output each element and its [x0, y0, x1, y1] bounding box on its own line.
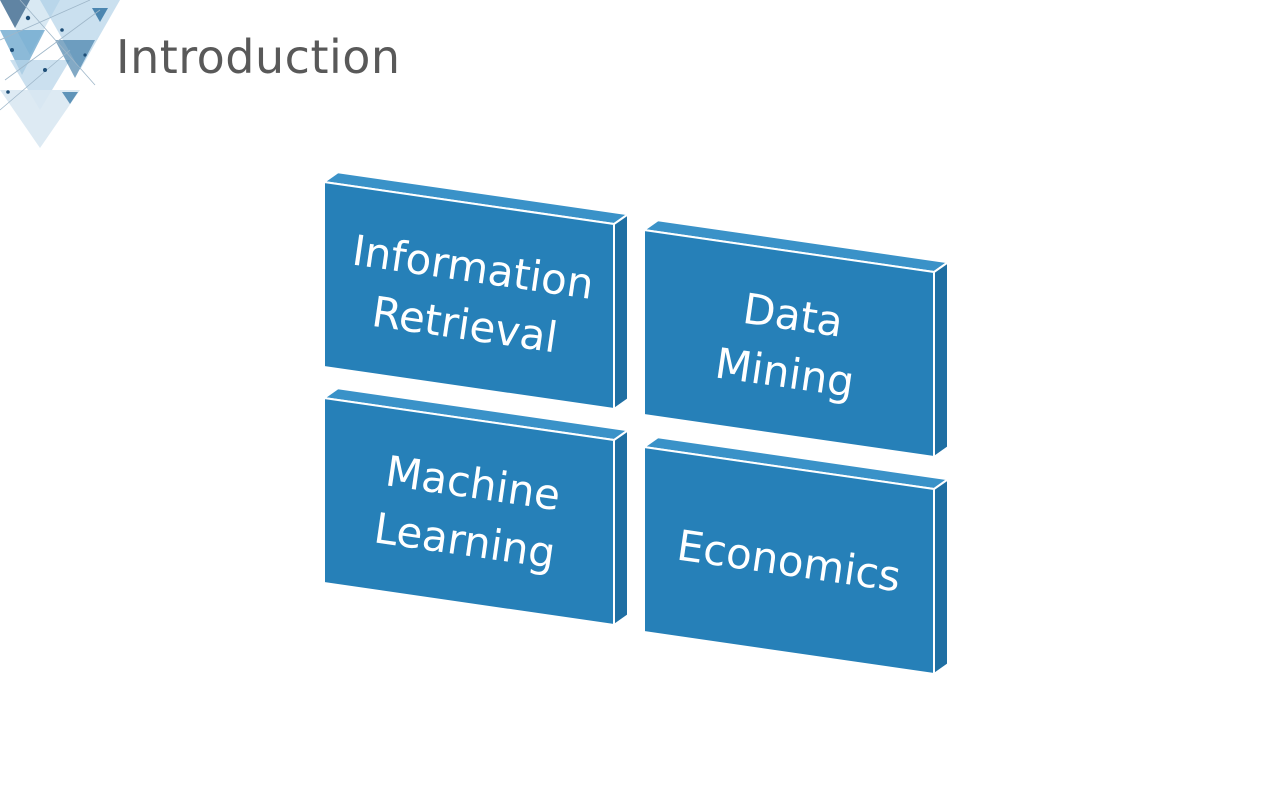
block-side-face: [933, 261, 949, 459]
block-side-face: [613, 429, 629, 627]
topic-block: Economics: [643, 436, 949, 676]
block-side-face: [933, 478, 949, 676]
block-front-face: [323, 181, 615, 411]
decorative-triangle-pattern: [0, 0, 120, 148]
block-front-face: [643, 229, 935, 459]
slide-title: Introduction: [116, 30, 401, 84]
topic-block: MachineLearning: [323, 387, 629, 627]
block-side-face: [613, 213, 629, 411]
block-front-face: [643, 446, 935, 676]
topic-block: DataMining: [643, 219, 949, 459]
block-front-face: [323, 397, 615, 627]
topic-block: InformationRetrieval: [323, 171, 629, 411]
